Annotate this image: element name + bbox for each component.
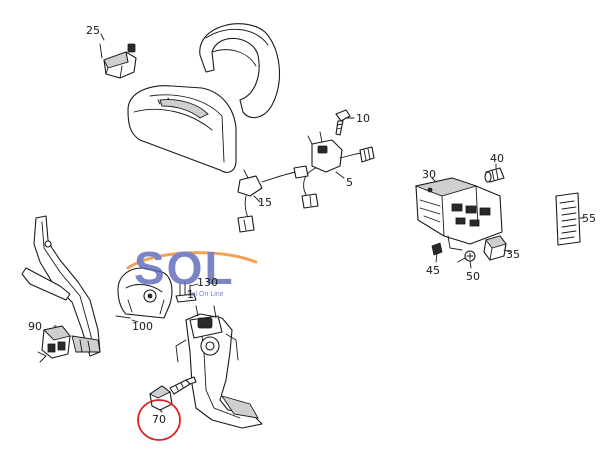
left-pedal-assembly xyxy=(21,215,101,357)
part-55-label-card xyxy=(555,192,581,246)
label-130: 130 xyxy=(197,276,218,289)
watermark-swoosh xyxy=(126,251,258,270)
part-5-combination-switch xyxy=(301,131,375,209)
label-35: 35 xyxy=(506,248,520,261)
part-35-relay xyxy=(483,235,507,261)
part-40-bulb xyxy=(484,167,505,183)
part-labels: 25 10 5 15 30 40 55 35 45 50 130 1 90 10… xyxy=(28,24,596,426)
sol-watermark: SOL Sol On Line xyxy=(126,242,258,298)
label-25: 25 xyxy=(86,24,100,37)
label-50: 50 xyxy=(466,270,480,283)
part-100-cover xyxy=(115,267,173,319)
label-90: 90 xyxy=(28,320,42,333)
label-100: 100 xyxy=(132,320,153,333)
label-5: 5 xyxy=(346,176,353,189)
label-40: 40 xyxy=(490,152,504,165)
label-30: 30 xyxy=(422,168,436,181)
part-25-switch xyxy=(99,43,137,79)
part-10-bolt xyxy=(335,109,351,136)
steering-wheel-airbag xyxy=(127,23,281,173)
part-45-clip xyxy=(431,242,443,256)
label-45: 45 xyxy=(426,264,440,277)
leader-lines xyxy=(53,33,585,413)
label-70: 70 xyxy=(152,413,166,426)
part-1-130-pins xyxy=(175,281,197,303)
part-90-switch-block xyxy=(37,325,71,363)
part-50-screw xyxy=(457,250,476,263)
part-70-brake-light-switch xyxy=(149,376,197,411)
part-15-wiring xyxy=(237,165,309,233)
label-10: 10 xyxy=(356,112,370,125)
brake-pedal-assembly xyxy=(175,305,263,429)
highlight-circle xyxy=(137,399,181,441)
watermark-logo: SOL xyxy=(134,242,235,294)
watermark-tagline: Sol On Line xyxy=(187,291,224,298)
label-55: 55 xyxy=(582,212,596,225)
label-15: 15 xyxy=(258,196,272,209)
part-30-control-unit xyxy=(414,177,503,251)
label-1: 1 xyxy=(187,288,194,301)
